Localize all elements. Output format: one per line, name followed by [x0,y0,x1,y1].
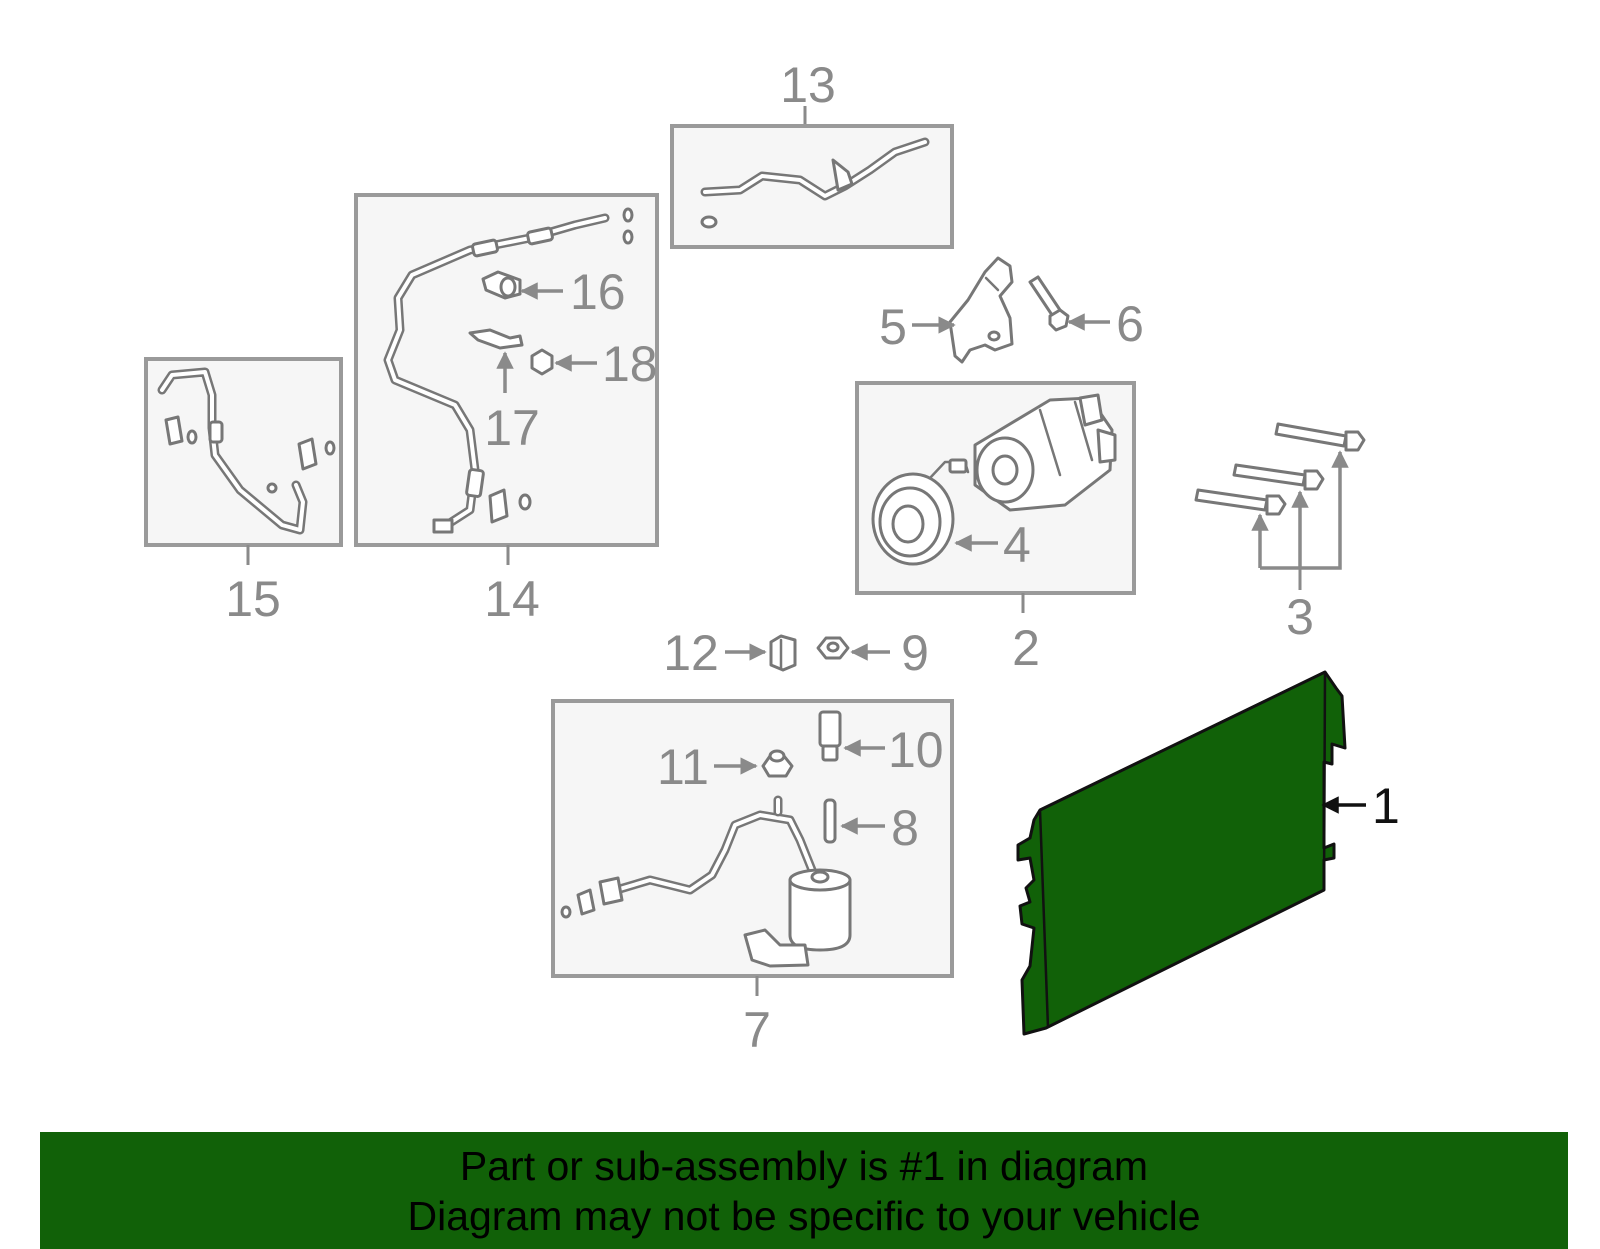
nut-9-icon [816,636,850,660]
part-13-group: 13 [670,57,954,249]
callout-1: 1 [1372,778,1400,834]
callout-10: 10 [888,722,944,778]
part-14-group: 16 17 18 14 [354,193,659,627]
part-7-box [551,699,954,978]
callout-3: 3 [1286,589,1314,645]
compressor-icon [973,393,1117,512]
callout-14: 14 [484,571,540,627]
switch-16-icon [481,270,522,300]
leader-3a [1260,450,1349,570]
ac-line-13-icon [700,137,930,229]
callout-12: 12 [663,625,719,681]
bolts-3-group: 3 [1194,422,1366,645]
callout-17: 17 [484,400,540,456]
bracket-17-icon [468,328,524,350]
ac-hose-15-icon [157,367,336,535]
sensor-10-icon [818,710,842,762]
part-15-group: 15 [144,357,343,627]
bolt-3b-icon [1232,463,1325,491]
bolt-6-icon [1028,275,1070,332]
info-banner: Part or sub-assembly is #1 in diagram Di… [40,1132,1568,1249]
cap-18-icon [530,348,554,376]
callout-11: 11 [657,739,709,795]
bolt-3c-icon [1194,488,1287,516]
callout-5: 5 [879,299,907,355]
valve-11-icon [761,749,794,778]
callout-2: 2 [1012,620,1040,676]
bracket-5-icon [948,256,1014,364]
cap-12-icon [769,634,797,672]
callout-7: 7 [743,1002,771,1058]
callout-4: 4 [1003,517,1031,573]
callout-6: 6 [1116,296,1144,352]
clutch-4-icon [871,458,970,566]
callout-9: 9 [901,625,929,681]
pin-8-icon [823,798,837,844]
condenser-1-icon [1016,670,1347,1036]
ac-line-7-icon [560,795,817,919]
banner-line-2: Diagram may not be specific to your vehi… [407,1192,1201,1239]
condenser-core-edge [1038,670,1327,1029]
callout-13: 13 [780,57,836,113]
ac-hose-14-icon [383,207,634,534]
callout-15: 15 [225,571,281,627]
receiver-drier-icon [743,868,852,968]
condenser-body [1016,670,1347,1036]
callout-8: 8 [891,800,919,856]
callout-16: 16 [570,264,626,320]
banner-line-1: Part or sub-assembly is #1 in diagram [459,1142,1149,1189]
bolt-3a-icon [1274,422,1366,452]
callout-18: 18 [602,336,658,392]
part-7-group: 11 10 8 7 [551,699,954,1058]
part-2-group: 4 2 [855,381,1136,676]
